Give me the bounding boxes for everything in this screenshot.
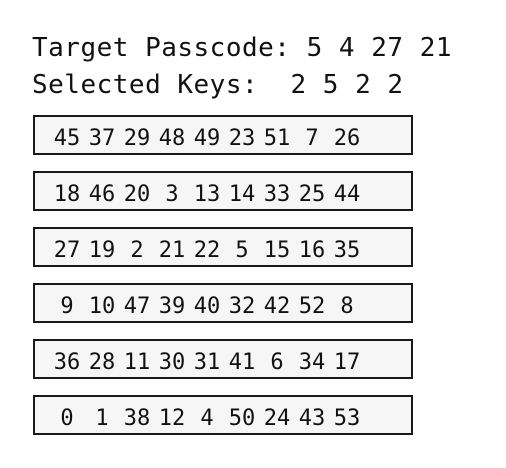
key-button[interactable]: 28: [88, 350, 116, 375]
key-button[interactable]: 36: [53, 350, 81, 375]
key-button[interactable]: 34: [298, 350, 326, 375]
key-button[interactable]: 20: [123, 182, 151, 207]
key-button[interactable]: 43: [298, 406, 326, 431]
key-button[interactable]: 41: [228, 350, 256, 375]
key-button[interactable]: 47: [123, 294, 151, 319]
key-button[interactable]: 21: [158, 238, 186, 263]
key-button[interactable]: 13: [193, 182, 221, 207]
key-button[interactable]: 18: [53, 182, 81, 207]
key-button[interactable]: 10: [88, 294, 116, 319]
key-button[interactable]: 49: [193, 126, 221, 151]
key-button[interactable]: 24: [263, 406, 291, 431]
key-button[interactable]: 48: [158, 126, 186, 151]
key-button[interactable]: 26: [333, 126, 361, 151]
key-button[interactable]: 40: [193, 294, 221, 319]
target-code-3: 27: [371, 33, 404, 63]
key-button[interactable]: 14: [228, 182, 256, 207]
key-button[interactable]: 17: [333, 350, 361, 375]
target-code-1: 5: [306, 33, 323, 63]
target-code-4: 21: [419, 33, 453, 63]
key-button[interactable]: 27: [53, 238, 81, 263]
key-button[interactable]: 39: [158, 294, 186, 319]
key-button[interactable]: 25: [298, 182, 326, 207]
key-button[interactable]: 9: [60, 294, 74, 319]
selected-keys-label: Selected Keys:: [32, 70, 259, 100]
key-button[interactable]: 31: [193, 350, 221, 375]
key-button[interactable]: 0: [60, 406, 74, 431]
keypad-row-2: 18 46 20 3 13 14 33 25 44: [33, 171, 413, 211]
key-button[interactable]: 12: [158, 406, 186, 431]
key-button[interactable]: 7: [305, 126, 319, 151]
key-button[interactable]: 8: [340, 294, 354, 319]
key-button[interactable]: 22: [193, 238, 221, 263]
key-button[interactable]: 29: [123, 126, 151, 151]
key-button[interactable]: 33: [263, 182, 291, 207]
key-button[interactable]: 6: [270, 350, 284, 375]
selected-key-1: 2: [290, 70, 307, 100]
key-button[interactable]: 32: [228, 294, 256, 319]
selected-key-2: 5: [322, 70, 339, 100]
key-button[interactable]: 19: [88, 238, 116, 263]
keypad-row-1: 45 37 29 48 49 23 51 7 26: [33, 115, 413, 155]
selected-key-4: 2: [387, 70, 404, 100]
key-button[interactable]: 2: [130, 238, 144, 263]
key-button[interactable]: 44: [333, 182, 361, 207]
key-button[interactable]: 30: [158, 350, 186, 375]
key-button[interactable]: 1: [95, 406, 109, 431]
key-button[interactable]: 37: [88, 126, 116, 151]
key-button[interactable]: 3: [165, 182, 179, 207]
key-button[interactable]: 11: [123, 350, 151, 375]
keypad-row-4: 9 10 47 39 40 32 42 52 8: [33, 283, 413, 323]
key-button[interactable]: 15: [263, 238, 291, 263]
target-passcode-label: Target Passcode:: [32, 33, 291, 63]
target-passcode-line: Target Passcode: 5 4 27 21: [32, 32, 452, 64]
key-button[interactable]: 45: [53, 126, 81, 151]
keypad-row-3: 27 19 2 21 22 5 15 16 35: [33, 227, 413, 267]
key-button[interactable]: 16: [298, 238, 326, 263]
key-button[interactable]: 51: [263, 126, 291, 151]
key-button[interactable]: 35: [333, 238, 361, 263]
key-button[interactable]: 46: [88, 182, 116, 207]
selected-keys-line: Selected Keys: 2 5 2 2: [32, 69, 404, 101]
key-button[interactable]: 23: [228, 126, 256, 151]
key-button[interactable]: 42: [263, 294, 291, 319]
key-button[interactable]: 52: [298, 294, 326, 319]
key-button[interactable]: 5: [235, 238, 249, 263]
key-button[interactable]: 50: [228, 406, 256, 431]
keypad-row-5: 36 28 11 30 31 41 6 34 17: [33, 339, 413, 379]
target-code-2: 4: [338, 33, 356, 63]
key-button[interactable]: 4: [200, 406, 214, 431]
key-button[interactable]: 53: [333, 406, 361, 431]
key-button[interactable]: 38: [123, 406, 151, 431]
selected-key-3: 2: [355, 70, 372, 100]
